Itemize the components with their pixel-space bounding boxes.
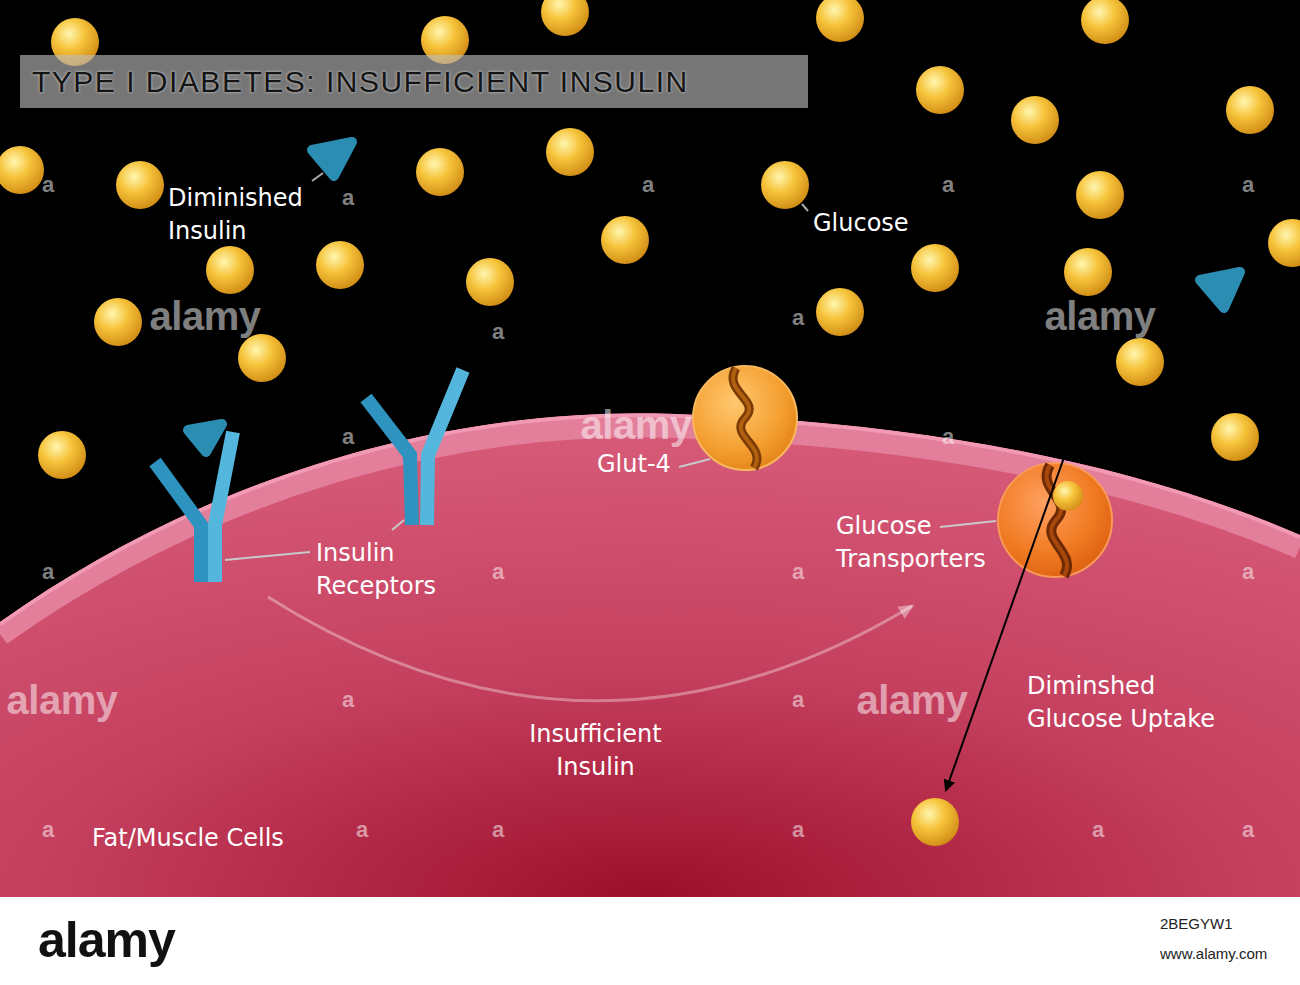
watermark-mark: a xyxy=(342,688,354,712)
watermark: alamy xyxy=(150,294,261,338)
watermark: alamy xyxy=(7,678,118,722)
callout-label: Glucose Transporters xyxy=(836,510,1026,576)
watermark-mark: a xyxy=(792,560,804,584)
label-anchor: www.alamy.com xyxy=(1160,944,1267,964)
watermark-mark: a xyxy=(792,688,804,712)
watermark-mark: a xyxy=(792,306,804,330)
watermark-mark: a xyxy=(1242,560,1254,584)
label-anchor: a xyxy=(798,700,810,724)
plasma-ground xyxy=(0,0,1300,897)
glucose-inside xyxy=(911,798,959,846)
label-anchor: a xyxy=(798,830,810,854)
title-box: TYPE I DIABETES: INSUFFICIENT INSULIN xyxy=(20,55,808,108)
watermark: alamy xyxy=(857,678,968,722)
label-anchor: a xyxy=(948,185,960,209)
callout-label: Insufficient Insulin xyxy=(508,718,683,784)
label-anchor: a xyxy=(498,830,510,854)
label-anchor: a xyxy=(48,830,60,854)
label-anchor: a xyxy=(648,185,660,209)
label-anchor: alamy xyxy=(1100,316,1211,360)
label-anchor: a xyxy=(348,437,360,461)
uptake-arrow xyxy=(946,418,1078,790)
insulin-molecules xyxy=(312,142,1240,308)
label-anchor: alamy xyxy=(912,700,1023,744)
watermark-mark: a xyxy=(1242,818,1254,842)
label-anchor: a xyxy=(798,318,810,342)
image-id: www.alamy.com xyxy=(1160,944,1267,964)
watermark-mark: a xyxy=(942,173,954,197)
label-anchor: a xyxy=(48,185,60,209)
watermark-mark: a xyxy=(342,186,354,210)
footer-bar xyxy=(0,897,1300,985)
watermark-mark: a xyxy=(42,560,54,584)
glucose-molecules xyxy=(0,0,1300,479)
watermark-mark: a xyxy=(42,173,54,197)
label-anchor: a xyxy=(1248,572,1260,596)
cell-body-shape xyxy=(0,413,1300,897)
watermark-mark: a xyxy=(642,173,654,197)
label-anchor: alamy xyxy=(205,316,316,360)
label-anchor: Diminished Insulin xyxy=(168,182,333,248)
label-anchor: a xyxy=(1098,830,1110,854)
insulin-receptors xyxy=(155,370,463,582)
watermark-mark: a xyxy=(342,425,354,449)
watermark-mark: a xyxy=(492,818,504,842)
cell-label: Fat/Muscle Cells xyxy=(92,822,284,855)
callout-label: Glucose xyxy=(813,207,953,240)
label-anchor: Glucose Transporters xyxy=(836,510,1026,576)
label-anchor: a xyxy=(348,198,360,222)
label-anchor: Insufficient Insulin xyxy=(508,718,683,784)
bound-insulin xyxy=(188,424,222,452)
watermark-mark: a xyxy=(942,425,954,449)
label-anchor: a xyxy=(798,572,810,596)
glut4-transporter xyxy=(693,366,797,470)
watermark: alamy xyxy=(1045,294,1156,338)
watermark-mark: a xyxy=(356,818,368,842)
callout-label: Insulin Receptors xyxy=(316,537,486,603)
title-text: TYPE I DIABETES: INSUFFICIENT INSULIN xyxy=(20,55,689,108)
label-anchor: a xyxy=(1248,185,1260,209)
label-anchor: Glucose xyxy=(813,207,953,240)
watermark-mark: a xyxy=(1242,173,1254,197)
watermark-mark: a xyxy=(42,818,54,842)
watermark-mark: a xyxy=(492,560,504,584)
label-anchor: a xyxy=(348,700,360,724)
watermark: alamy xyxy=(581,403,692,447)
label-anchor: Glut-4 xyxy=(597,448,697,481)
callout-label: Diminshed Glucose Uptake xyxy=(1027,670,1257,736)
watermark-mark: a xyxy=(1092,818,1104,842)
label-anchor: a xyxy=(362,830,374,854)
label-anchor: 2BEGYW1 xyxy=(1160,914,1233,934)
logo-text: alamy xyxy=(38,912,175,968)
watermark-mark: a xyxy=(492,320,504,344)
cell-membrane xyxy=(0,415,1300,634)
label-anchor: Insulin Receptors xyxy=(316,537,486,603)
label-anchor: a xyxy=(948,437,960,461)
signal-arrow xyxy=(268,597,912,701)
label-anchor: a xyxy=(498,332,510,356)
callout-label: Diminished Insulin xyxy=(168,182,333,248)
label-anchor: a xyxy=(1248,830,1260,854)
watermark-mark: a xyxy=(792,818,804,842)
callout-label: Glut-4 xyxy=(597,448,697,481)
label-anchor: Diminshed Glucose Uptake xyxy=(1027,670,1257,736)
label-anchor: a xyxy=(498,572,510,596)
label-anchor: a xyxy=(48,572,60,596)
label-anchor: alamy xyxy=(38,912,175,968)
leader-lines xyxy=(312,173,808,211)
label-anchor: alamy xyxy=(62,700,173,744)
image-id: 2BEGYW1 xyxy=(1160,914,1233,934)
